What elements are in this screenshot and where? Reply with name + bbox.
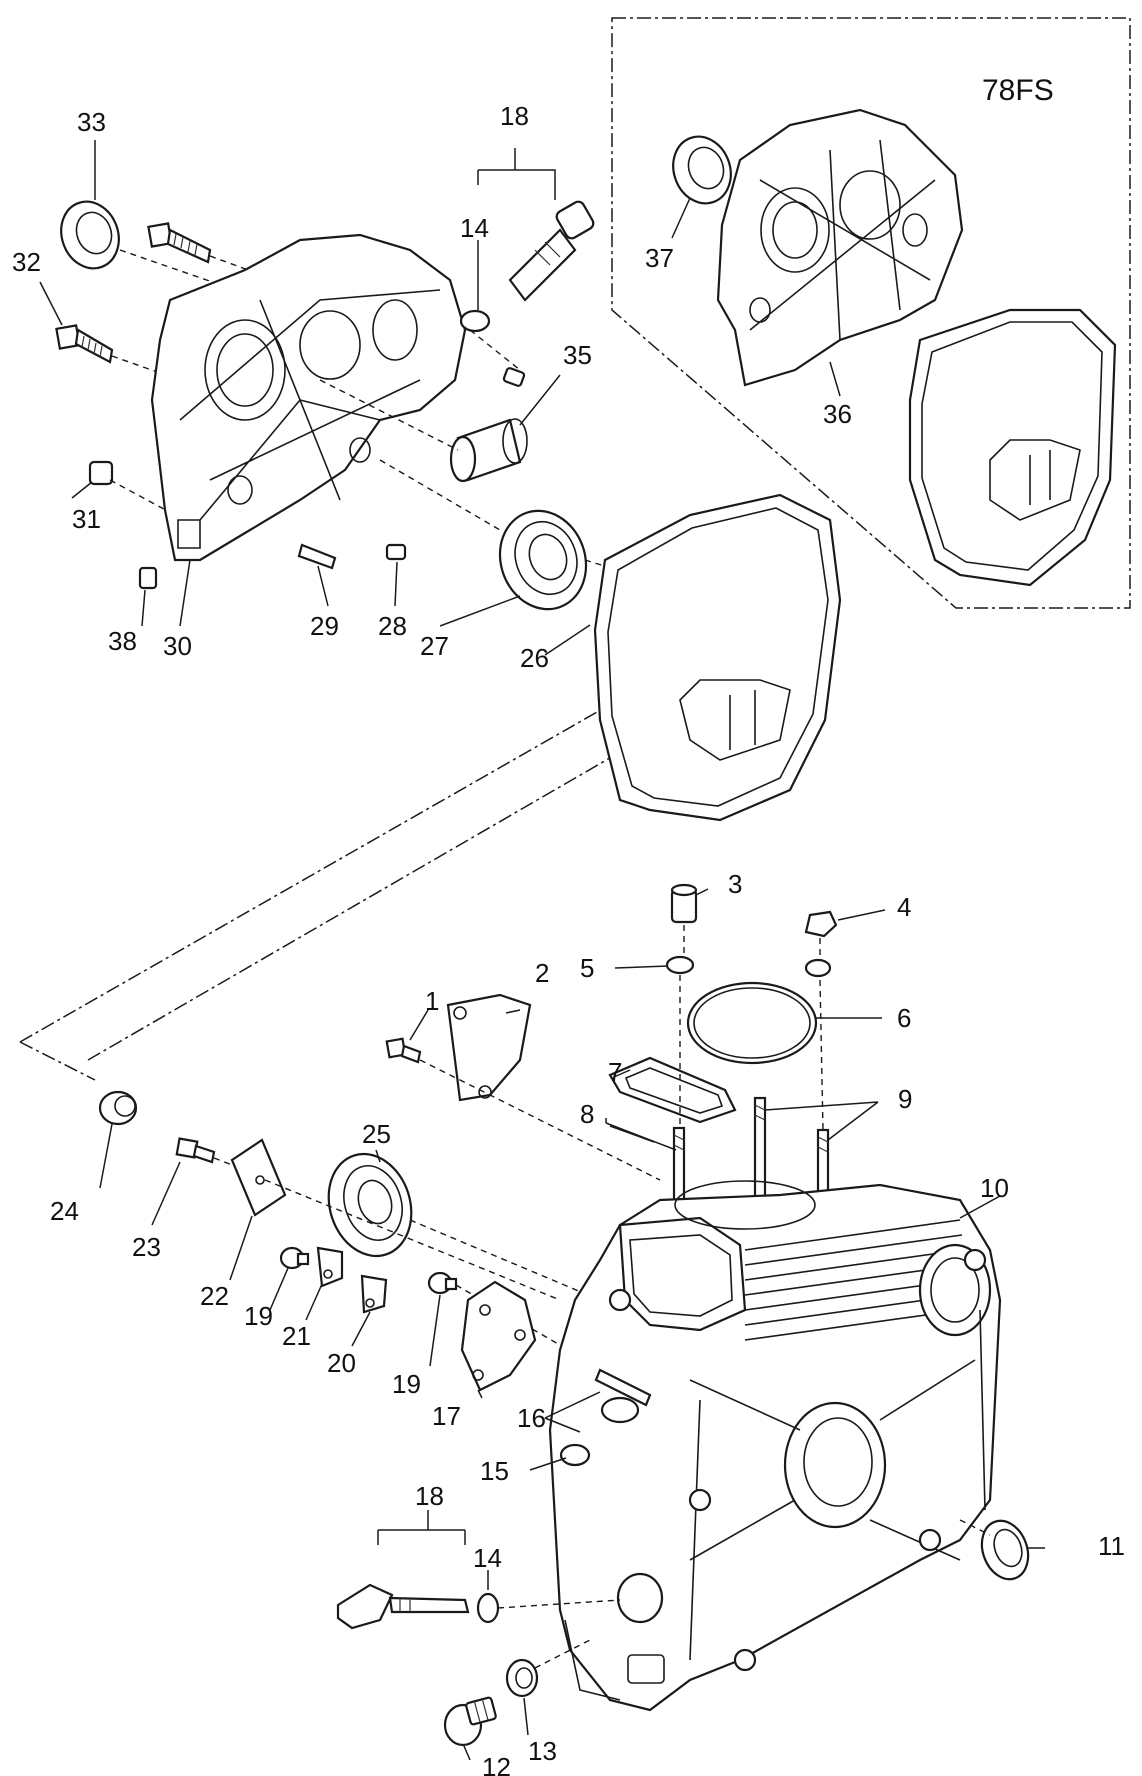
callout-24: 24 (50, 1196, 79, 1226)
o-ring-6 (686, 981, 818, 1065)
washer-13 (505, 1639, 591, 1698)
callout-16: 16 (517, 1403, 546, 1433)
crankcase-cover-30 (150, 233, 467, 562)
callout-31: 31 (72, 504, 101, 534)
bolt-23 (175, 1137, 241, 1169)
callout-7: 7 (608, 1057, 622, 1087)
callout-4: 4 (897, 892, 911, 922)
callout-38: 38 (108, 626, 137, 656)
callout-17: 17 (432, 1401, 461, 1431)
callout-3: 3 (728, 869, 742, 899)
clip-20 (360, 1274, 388, 1314)
plug-small (502, 367, 526, 387)
sleeve-3 (670, 883, 698, 955)
crankcase-cover-group (19, 140, 842, 1081)
inset-78fs: 78FS (611, 17, 1131, 609)
cover-plate-17 (460, 1280, 537, 1392)
oil-seal-33 (60, 200, 251, 296)
crankcase-10 (548, 1180, 1002, 1712)
o-ring-14-lower (476, 1592, 500, 1624)
callout-22: 22 (200, 1281, 229, 1311)
callout-32: 32 (12, 247, 41, 277)
bolt-1 (385, 1037, 661, 1181)
crankcase-cover-36 (716, 108, 964, 387)
callout-1: 1 (425, 986, 439, 1016)
callout-30: 30 (163, 631, 192, 661)
plate-22 (230, 1138, 561, 1301)
pin-28 (385, 543, 407, 561)
pin-38 (138, 566, 158, 590)
callout-37: 37 (645, 243, 674, 273)
dowel-29 (297, 543, 337, 570)
callout-15: 15 (480, 1456, 509, 1486)
bushing-35 (319, 379, 528, 483)
callout-19-left: 19 (244, 1301, 273, 1331)
oil-seal-11 (959, 1519, 1030, 1581)
callout-25: 25 (362, 1119, 391, 1149)
callout-35: 35 (563, 340, 592, 370)
callout-14-top: 14 (460, 213, 489, 243)
clip-21 (316, 1246, 344, 1288)
callout-21: 21 (282, 1321, 311, 1351)
callout-33: 33 (77, 107, 106, 137)
drain-plug-12 (443, 1696, 497, 1747)
callout-23: 23 (132, 1232, 161, 1262)
bolt-top (147, 222, 271, 279)
inset-title: 78FS (982, 74, 1054, 107)
nut-4 (804, 910, 838, 958)
chain-line (19, 635, 801, 1061)
pin-16 (594, 1368, 652, 1424)
callout-10: 10 (980, 1173, 1009, 1203)
stud-bolts-8-9 (672, 975, 830, 1260)
callout-29: 29 (310, 611, 339, 641)
gasket-7 (608, 1056, 737, 1124)
oil-filler-cap-18 (459, 200, 595, 371)
washer-right (804, 958, 832, 978)
oil-filler-cap-18-lower (336, 1583, 621, 1630)
crankcase-group (98, 883, 1045, 1761)
gasket-inset (908, 308, 1117, 587)
cover-plate-2 (446, 993, 532, 1102)
bushing-24 (98, 1090, 138, 1126)
callout-36: 36 (823, 399, 852, 429)
callout-2: 2 (535, 958, 549, 988)
callout-9: 9 (898, 1084, 912, 1114)
gasket-26 (593, 493, 842, 822)
callout-11: 11 (1098, 1531, 1125, 1561)
washer-5 (665, 955, 695, 975)
callout-20: 20 (327, 1348, 356, 1378)
callout-13: 13 (528, 1736, 557, 1766)
screw-19-left (279, 1246, 310, 1270)
callout-labels: 1 2 3 4 5 6 7 8 9 10 11 12 13 14 14 15 1… (12, 101, 1125, 1776)
callout-5: 5 (580, 953, 594, 983)
callout-19-right: 19 (392, 1369, 421, 1399)
plug-31 (88, 460, 176, 516)
callout-6: 6 (897, 1003, 911, 1033)
oil-seal-37 (672, 135, 732, 205)
callout-12: 12 (482, 1752, 511, 1776)
callout-14-bottom: 14 (473, 1543, 502, 1573)
callout-26: 26 (520, 643, 549, 673)
part-15 (559, 1443, 591, 1467)
callout-27: 27 (420, 631, 449, 661)
callout-18-bottom: 18 (415, 1481, 444, 1511)
ball-bearing-25 (327, 1152, 601, 1301)
callout-28: 28 (378, 611, 407, 641)
callout-8: 8 (580, 1099, 594, 1129)
callout-18-top: 18 (500, 101, 529, 131)
